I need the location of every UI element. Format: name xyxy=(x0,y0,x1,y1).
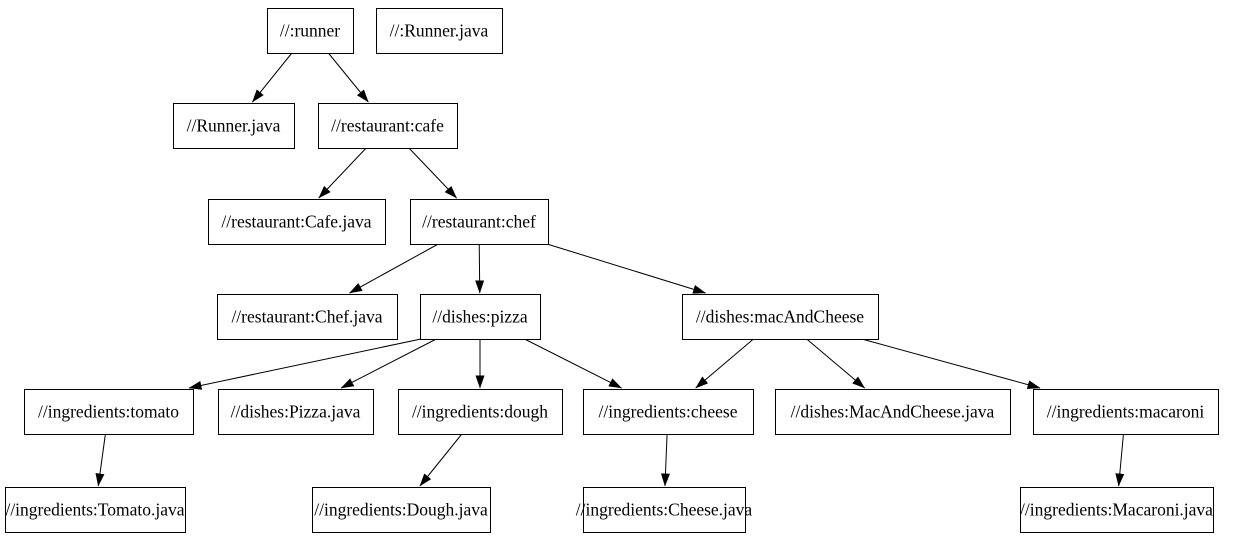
edge-cafe-to-chef xyxy=(408,147,457,199)
graph-node-mac-and-cheese-java: //dishes:MacAndCheese.java xyxy=(775,389,1011,435)
edge-pizza-to-cheese xyxy=(524,338,622,389)
graph-node-label-tomato: //ingredients:tomato xyxy=(38,402,179,422)
graph-node-tomato: //ingredients:tomato xyxy=(24,389,194,435)
graph-node-label-runner-java-root: //:Runner.java xyxy=(390,21,489,41)
graph-node-label-macaroni-java: //ingredients:Macaroni.java xyxy=(1020,500,1213,520)
graph-node-label-dough: //ingredients:dough xyxy=(412,402,548,422)
edge-cafe-to-cafe-java xyxy=(318,147,367,199)
graph-node-chef-java: //restaurant:Chef.java xyxy=(217,294,398,340)
graph-node-cafe-java: //restaurant:Cafe.java xyxy=(208,199,386,245)
graph-node-runner: //:runner xyxy=(267,8,354,54)
graph-node-runner-java: //Runner.java xyxy=(173,103,295,149)
graph-node-label-chef: //restaurant:chef xyxy=(422,212,536,232)
edge-chef-to-chef-java xyxy=(349,243,439,294)
graph-node-dough-java: //ingredients:Dough.java xyxy=(312,487,491,533)
graph-node-pizza-java: //dishes:Pizza.java xyxy=(218,389,374,435)
graph-node-cheese-java: //ingredients:Cheese.java xyxy=(576,487,753,533)
graph-node-label-chef-java: //restaurant:Chef.java xyxy=(231,307,382,327)
graph-node-label-cafe-java: //restaurant:Cafe.java xyxy=(221,212,371,232)
graph-node-cafe: //restaurant:cafe xyxy=(318,103,458,149)
graph-node-label-macaroni: //ingredients:macaroni xyxy=(1047,402,1205,422)
graph-node-label-tomato-java: //ingredients:Tomato.java xyxy=(5,500,184,520)
edge-mac-and-cheese-to-mac-and-cheese-java xyxy=(806,338,866,389)
graph-node-label-mac-and-cheese-java: //dishes:MacAndCheese.java xyxy=(791,402,995,422)
graph-node-pizza: //dishes:pizza xyxy=(420,294,541,340)
graph-node-macaroni-java: //ingredients:Macaroni.java xyxy=(1020,487,1214,533)
graph-node-mac-and-cheese: //dishes:macAndCheese xyxy=(682,294,879,340)
edge-mac-and-cheese-to-macaroni xyxy=(861,338,1041,390)
graph-node-runner-java-root: //:Runner.java xyxy=(376,8,503,54)
edge-macaroni-to-macaroni-java xyxy=(1115,433,1125,487)
edge-pizza-to-pizza-java xyxy=(340,338,437,389)
graph-node-label-pizza: //dishes:pizza xyxy=(432,307,527,327)
graph-node-label-runner-java: //Runner.java xyxy=(187,116,281,136)
edge-chef-to-mac-and-cheese xyxy=(546,243,707,294)
graph-node-label-cafe: //restaurant:cafe xyxy=(331,116,444,136)
edge-pizza-to-tomato xyxy=(188,338,422,390)
edge-runner-to-runner-java xyxy=(252,52,293,103)
edge-dough-to-dough-java xyxy=(419,433,463,487)
graph-node-label-dough-java: //ingredients:Dough.java xyxy=(314,500,488,520)
graph-node-tomato-java: //ingredients:Tomato.java xyxy=(5,487,186,533)
edge-tomato-to-tomato-java xyxy=(95,433,106,487)
graph-node-label-pizza-java: //dishes:Pizza.java xyxy=(231,402,361,422)
graph-node-label-mac-and-cheese: //dishes:macAndCheese xyxy=(696,307,864,327)
edge-cheese-to-cheese-java xyxy=(660,433,670,487)
graph-node-label-runner: //:runner xyxy=(280,21,340,41)
graph-node-chef: //restaurant:chef xyxy=(410,199,549,245)
graph-node-label-cheese: //ingredients:cheese xyxy=(599,402,738,422)
edge-runner-to-cafe xyxy=(327,52,369,103)
edge-chef-to-pizza xyxy=(475,243,485,294)
edge-mac-and-cheese-to-cheese xyxy=(695,338,754,389)
graph-node-label-cheese-java: //ingredients:Cheese.java xyxy=(576,500,753,520)
graph-node-dough: //ingredients:dough xyxy=(398,389,563,435)
graph-node-cheese: //ingredients:cheese xyxy=(583,389,754,435)
graph-node-macaroni: //ingredients:macaroni xyxy=(1033,389,1219,435)
